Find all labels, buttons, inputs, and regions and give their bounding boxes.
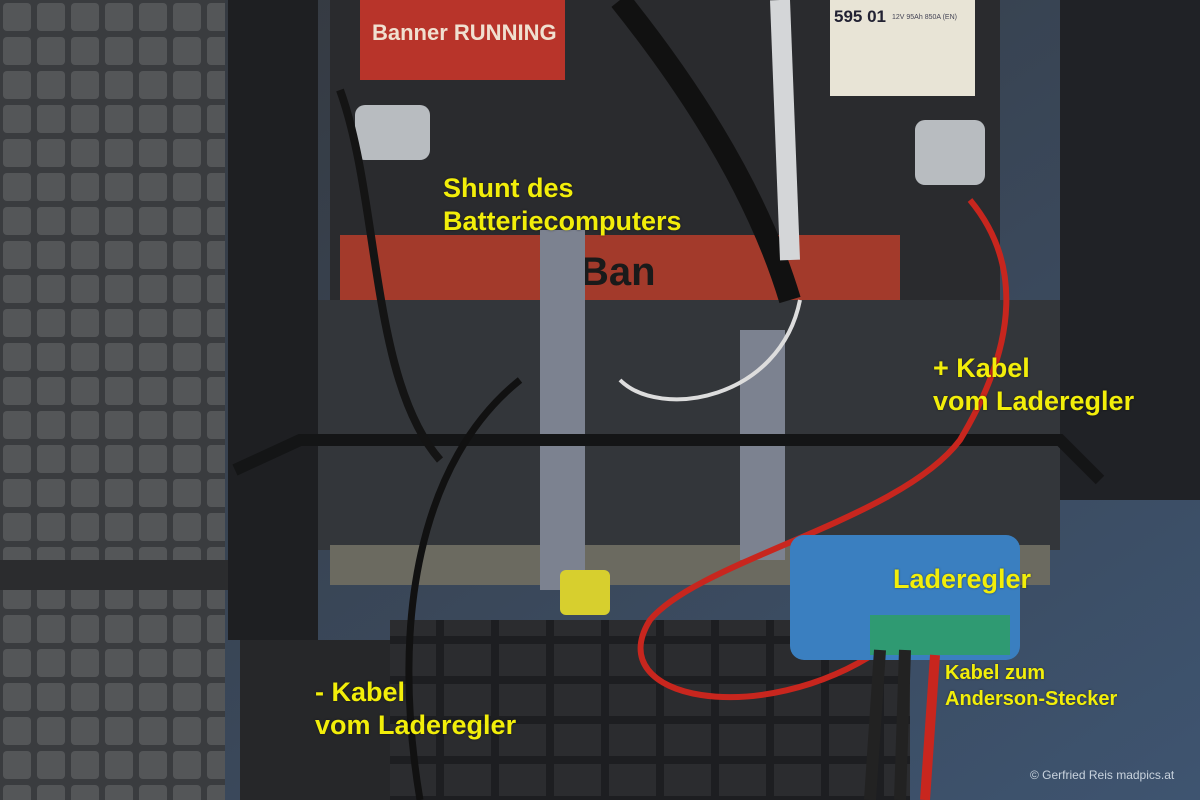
copyright: © Gerfried Reis madpics.at	[1030, 768, 1175, 782]
label-plus-cable-line2: vom Laderegler	[933, 386, 1135, 416]
label-controller: Laderegler	[893, 564, 1032, 594]
svg-text:Ban: Ban	[580, 250, 656, 294]
battery-brand-label: Banner RUNNING	[372, 20, 557, 45]
label-anderson-line1: Kabel zum	[945, 662, 1046, 684]
label-shunt: Shunt des Batteriecomputers	[443, 172, 682, 238]
label-minus-cable-line2: vom Laderegler	[315, 710, 517, 740]
battery-specs-label: 12V 95Ah 850A (EN)	[892, 14, 957, 21]
label-anderson-line2: Anderson-Stecker	[945, 688, 1118, 710]
label-shunt-line2: Batteriecomputers	[443, 206, 682, 236]
floor-mat	[0, 0, 225, 800]
label-anderson: Kabel zum Anderson-Stecker	[945, 660, 1117, 712]
label-minus-cable-line1: - Kabel	[315, 677, 406, 707]
label-plus-cable-line1: + Kabel	[933, 353, 1030, 383]
battery-code-label: 595 01	[834, 7, 886, 26]
label-shunt-line1: Shunt des	[443, 173, 574, 203]
label-plus-cable: + Kabel vom Laderegler	[933, 352, 1134, 418]
label-minus-cable: - Kabel vom Laderegler	[315, 676, 516, 742]
